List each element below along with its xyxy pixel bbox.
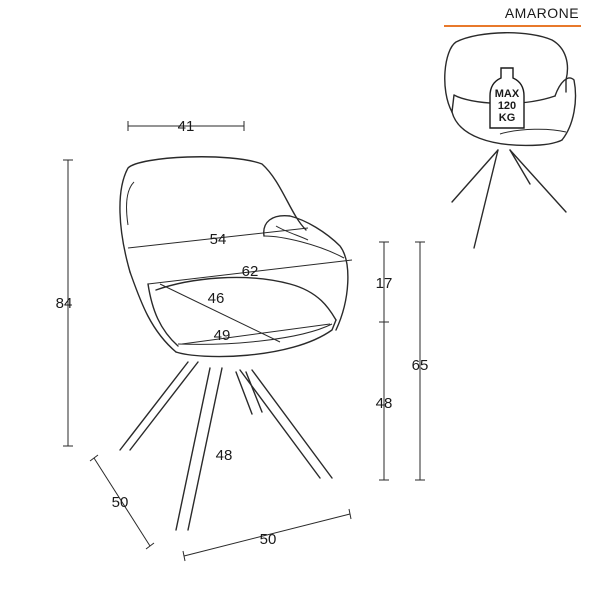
badge-line-max: MAX [495, 88, 520, 100]
dim-overall-height: 84 [56, 295, 73, 312]
dim-armrest-height: 65 [412, 357, 429, 374]
dim-armrest-above-seat: 17 [376, 275, 393, 292]
dim-seat-depth: 46 [208, 290, 225, 307]
bottle-icon [489, 67, 525, 129]
badge-line-value: 120 [498, 100, 516, 112]
dim-seat-front-width: 49 [214, 327, 231, 344]
max-load-badge: MAX 120 KG [489, 67, 525, 129]
product-name: AMARONE [505, 5, 579, 21]
dim-leg-height: 48 [216, 447, 233, 464]
main-chair [119, 156, 349, 531]
dim-seat-height: 48 [376, 395, 393, 412]
dim-overall-width: 62 [242, 263, 259, 280]
dim-base-width: 50 [260, 531, 277, 548]
dim-base-depth: 50 [112, 494, 129, 511]
badge-line-unit: KG [499, 112, 516, 124]
dim-top-width: 41 [178, 118, 195, 135]
dimension-lines [63, 121, 425, 562]
thumbnail-chair [444, 32, 577, 249]
dim-seat-back-width: 54 [210, 231, 227, 248]
